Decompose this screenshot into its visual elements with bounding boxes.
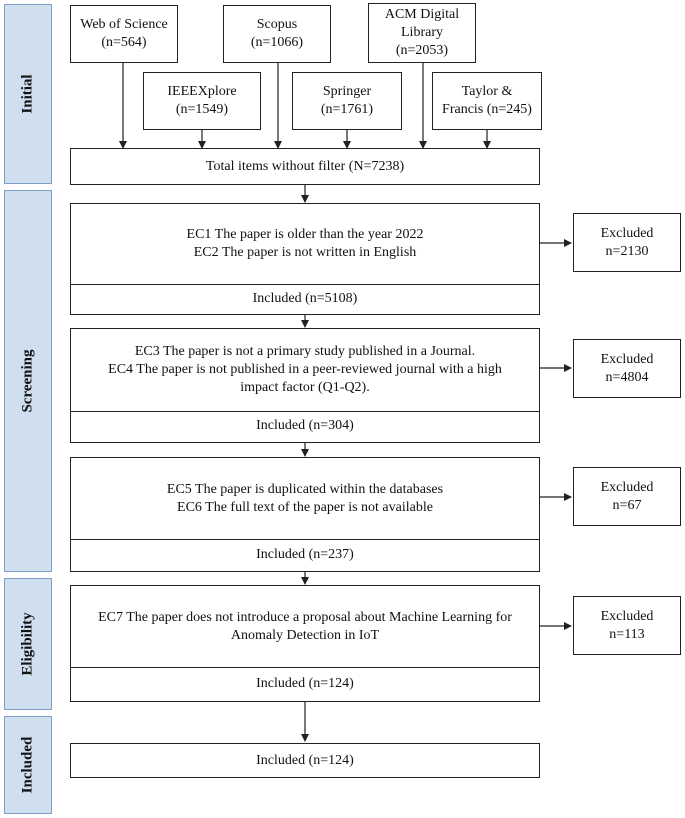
total-box: Total items without filter (N=7238): [70, 148, 540, 185]
source-name: Taylor &: [461, 84, 513, 99]
included-count: Included (n=237): [256, 546, 354, 562]
source-name: IEEEXplore: [167, 84, 237, 99]
source-count: (n=1761): [320, 102, 374, 117]
excluded-count: n=2130: [605, 243, 649, 259]
excluded-count: n=4804: [605, 369, 649, 385]
included-box: Included (n=124): [71, 666, 539, 701]
source-taylor-francis: Taylor & Francis (n=245): [432, 72, 542, 130]
source-acm: ACM Digital Library (n=2053): [368, 3, 476, 63]
criterion-ec5: EC5 The paper is duplicated within the d…: [166, 481, 444, 497]
final-included-box: Included (n=124): [70, 743, 540, 778]
criteria-box: EC5 The paper is duplicated within the d…: [71, 458, 539, 540]
included-count: Included (n=304): [256, 418, 354, 433]
source-count: Francis (n=245): [442, 102, 532, 117]
criterion-ec3: EC3 The paper is not a primary study pub…: [134, 344, 476, 359]
source-name: Scopus: [256, 17, 298, 32]
included-box: Included (n=5108): [71, 283, 539, 314]
excluded-label: Excluded: [600, 225, 654, 241]
source-name-cont: Library: [401, 25, 443, 40]
source-name: Springer: [322, 84, 372, 99]
source-name: ACM Digital: [384, 7, 460, 22]
criterion-ec4-cont: impact factor (Q1-Q2).: [240, 380, 370, 395]
phase-included: Included: [4, 716, 52, 814]
eligibility-stage: EC7 The paper does not introduce a propo…: [70, 585, 540, 702]
source-web-of-science: Web of Science (n=564): [70, 5, 178, 63]
included-count: Included (n=5108): [252, 290, 358, 306]
criterion-ec6: EC6 The full text of the paper is not av…: [177, 499, 433, 515]
total-text: Total items without filter (N=7238): [205, 158, 405, 174]
excluded-box-2: Excluded n=4804: [573, 339, 681, 398]
excluded-count: n=113: [609, 626, 645, 642]
final-included-text: Included (n=124): [256, 752, 354, 768]
source-count: (n=1549): [175, 102, 229, 117]
excluded-count: n=67: [612, 497, 642, 513]
screening-stage-3: EC5 The paper is duplicated within the d…: [70, 457, 540, 572]
excluded-label: Excluded: [600, 608, 654, 624]
excluded-box-3: Excluded n=67: [573, 467, 681, 526]
criterion-ec4: EC4 The paper is not published in a peer…: [108, 362, 502, 377]
screening-stage-2: EC3 The paper is not a primary study pub…: [70, 328, 540, 443]
screening-stage-1: EC1 The paper is older than the year 202…: [70, 203, 540, 315]
source-springer: Springer (n=1761): [292, 72, 402, 130]
source-count: (n=2053): [395, 43, 449, 58]
criterion-ec2: EC2 The paper is not written in English: [193, 245, 417, 260]
phase-initial: Initial: [4, 4, 52, 184]
criteria-box: EC7 The paper does not introduce a propo…: [71, 586, 539, 668]
phase-screening: Screening: [4, 190, 52, 572]
criterion-ec1: EC1 The paper is older than the year 202…: [186, 227, 424, 242]
criteria-box: EC1 The paper is older than the year 202…: [71, 204, 539, 285]
source-ieeexplore: IEEEXplore (n=1549): [143, 72, 261, 130]
source-scopus: Scopus (n=1066): [223, 5, 331, 63]
included-box: Included (n=304): [71, 410, 539, 442]
criterion-ec7-cont: Anomaly Detection in IoT: [230, 627, 380, 643]
phase-eligibility: Eligibility: [4, 578, 52, 710]
included-count: Included (n=124): [256, 675, 354, 691]
source-count: (n=564): [101, 35, 147, 50]
excluded-label: Excluded: [600, 351, 654, 367]
excluded-label: Excluded: [600, 479, 654, 495]
included-box: Included (n=237): [71, 538, 539, 571]
source-name: Web of Science: [80, 17, 168, 32]
criterion-ec7: EC7 The paper does not introduce a propo…: [98, 609, 512, 625]
excluded-box-1: Excluded n=2130: [573, 213, 681, 272]
source-count: (n=1066): [250, 35, 304, 50]
criteria-box: EC3 The paper is not a primary study pub…: [71, 329, 539, 412]
excluded-box-4: Excluded n=113: [573, 596, 681, 655]
